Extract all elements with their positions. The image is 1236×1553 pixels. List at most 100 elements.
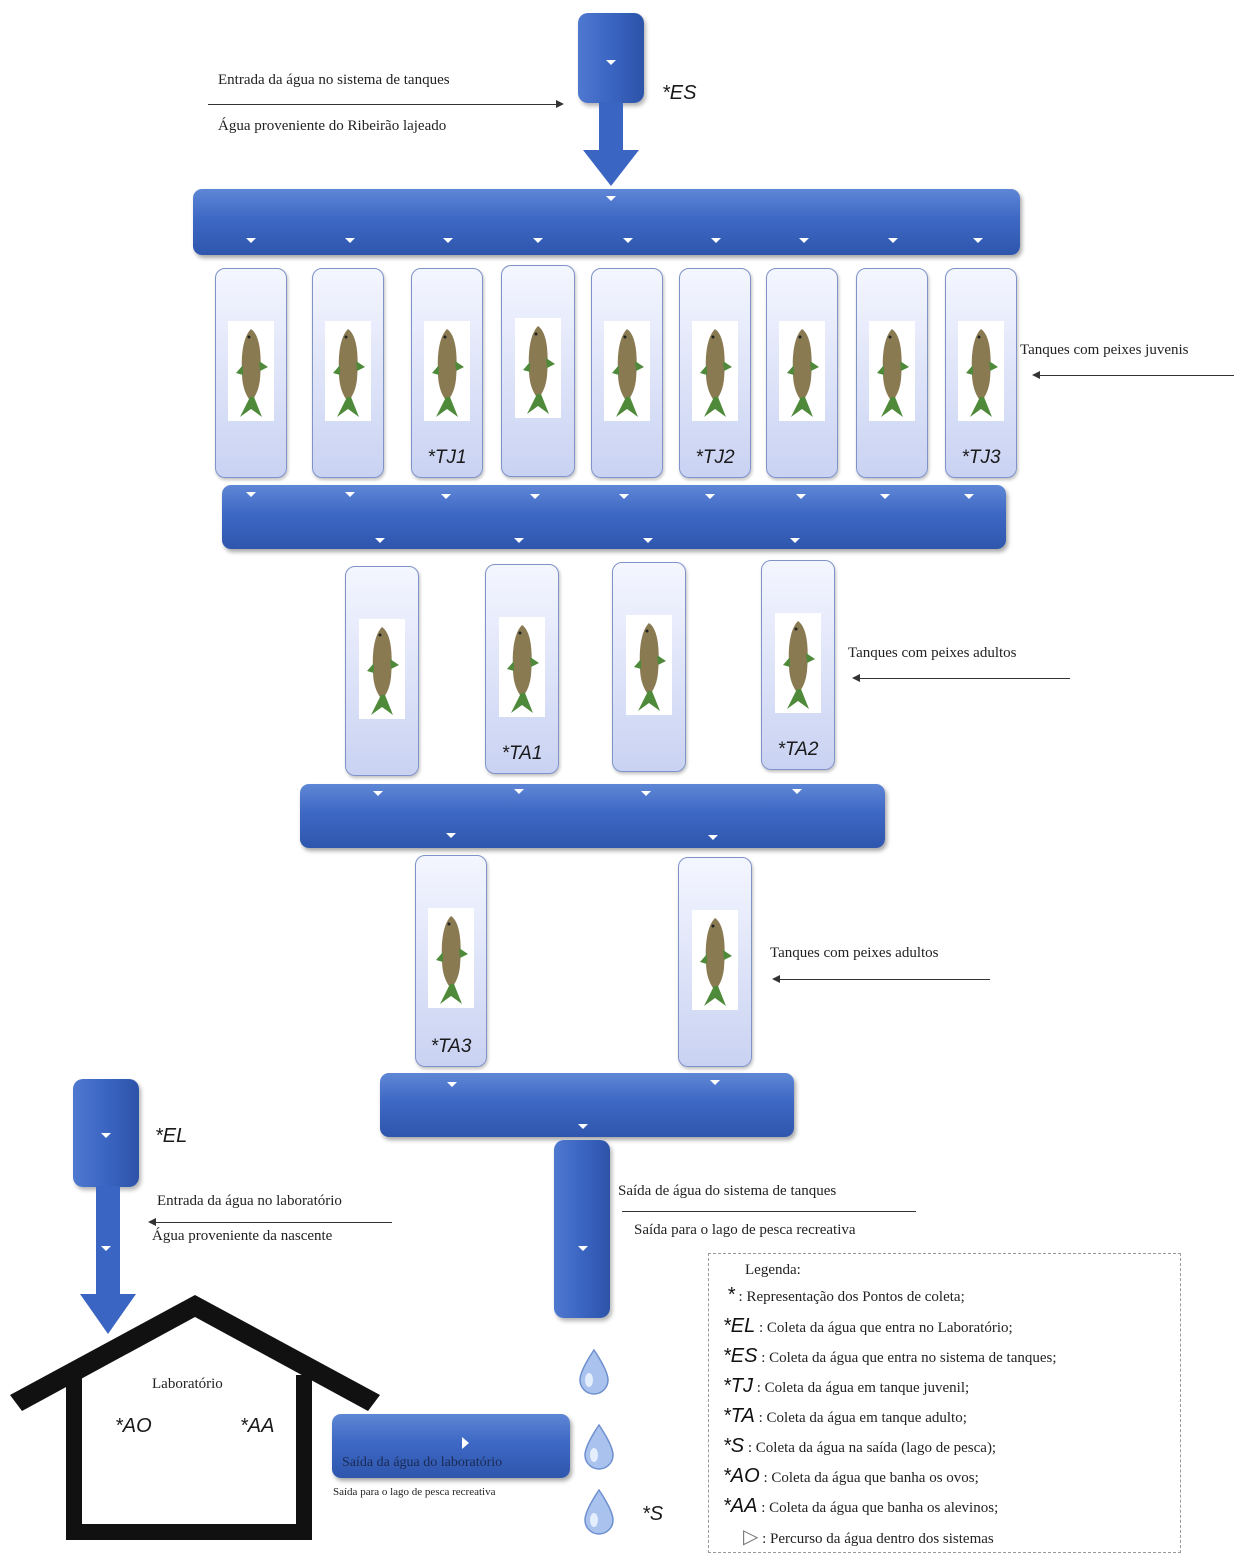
flow-marker (373, 791, 383, 796)
flow-marker (623, 238, 633, 243)
flow-marker (710, 1080, 720, 1085)
juvenile-tank (215, 268, 287, 478)
es-code: *ES (662, 82, 697, 104)
fish-icon (692, 321, 738, 421)
fish-icon (325, 321, 371, 421)
juvenile-tank (501, 265, 575, 477)
flow-marker (888, 238, 898, 243)
flow-marker (441, 494, 451, 499)
flow-marker (246, 492, 256, 497)
legend-title: Legenda: (745, 1262, 801, 1278)
fish-icon (958, 321, 1004, 421)
legend-symbol: *EL (723, 1315, 756, 1337)
outlet-line1: Saída de água do sistema de tanques (618, 1183, 837, 1199)
legend-text: : Coleta da água que banha os alevinos; (761, 1500, 999, 1516)
legend-symbol: *AO (723, 1465, 760, 1487)
legend-text: : Coleta da água que entra no sistema de… (761, 1350, 1057, 1366)
arrow-down-icon (583, 102, 639, 186)
legend-item: *TJ : Coleta da água em tanque juvenil; (723, 1375, 969, 1398)
top-inlet-arrow-line (208, 104, 558, 105)
legend-item: * : Representação dos Pontos de coleta; (727, 1284, 965, 1307)
fish-icon (428, 908, 474, 1008)
legend-symbol: * (727, 1284, 735, 1306)
flow-marker (606, 196, 616, 201)
juvenile-label-arrow-line (1040, 375, 1234, 376)
juvenile-label-arrowhead (1032, 371, 1040, 379)
flow-marker (578, 1246, 588, 1251)
flow-marker (619, 494, 629, 499)
flow-marker (880, 494, 890, 499)
legend-item: *AA : Coleta da água que banha os alevin… (723, 1495, 998, 1518)
legend-item: *EL : Coleta da água que entra no Labora… (723, 1315, 1013, 1338)
outlet-pipe (554, 1140, 610, 1318)
tank-code: *TA1 (501, 743, 543, 764)
flow-marker (964, 494, 974, 499)
flow-marker (643, 538, 653, 543)
top-inlet-box (578, 13, 644, 103)
flow-marker (790, 538, 800, 543)
legend-item: ▷ : Percurso da água dentro dos sistemas (743, 1524, 994, 1549)
flow-marker (796, 494, 806, 499)
outlet-arrow-line (622, 1211, 916, 1212)
adult-tank: *TA1 (485, 564, 559, 774)
water-drop-icon (584, 1423, 614, 1470)
tank-code: *TA3 (430, 1036, 472, 1057)
flow-marker (641, 791, 651, 796)
legend-text: : Percurso da água dentro dos sistemas (762, 1531, 994, 1547)
adult-label-2-arrow-line (780, 979, 990, 980)
adult-tanks-label-1: Tanques com peixes adultos (848, 645, 1017, 661)
lab-inlet-arrow-line (156, 1222, 392, 1223)
flow-marker (514, 538, 524, 543)
lab-inlet-line1: Entrada da água no laboratório (157, 1193, 342, 1209)
adult-label-1-arrowhead (852, 674, 860, 682)
juvenile-tank (591, 268, 663, 478)
fish-icon (775, 613, 821, 713)
top-inlet-line1: Entrada da água no sistema de tanques (218, 72, 450, 88)
lab-exit-pipe (332, 1414, 570, 1478)
legend-item: *ES : Coleta da água que entra no sistem… (723, 1345, 1057, 1368)
flow-marker (462, 1437, 469, 1449)
fish-icon (228, 321, 274, 421)
flow-marker (792, 789, 802, 794)
tank-code: *TJ1 (427, 447, 467, 468)
flow-marker (375, 538, 385, 543)
juvenile-tank: *TJ1 (411, 268, 483, 478)
adult-tank (345, 566, 419, 776)
legend-item: *TA : Coleta da água em tanque adulto; (723, 1405, 967, 1428)
fish-icon (692, 910, 738, 1010)
fish-icon (869, 321, 915, 421)
flow-marker (606, 60, 616, 65)
adult-label-1-arrow-line (860, 678, 1070, 679)
flow-marker (514, 789, 524, 794)
flow-marker (345, 238, 355, 243)
top-inlet-arrowhead (556, 100, 564, 108)
flow-marker (443, 238, 453, 243)
legend-text: : Representação dos Pontos de coleta; (738, 1289, 965, 1305)
aa-code: *AA (240, 1415, 275, 1437)
legend-text: : Coleta da água em tanque juvenil; (756, 1380, 970, 1396)
legend-item: *AO : Coleta da água que banha os ovos; (723, 1465, 979, 1488)
flow-marker (345, 492, 355, 497)
legend-box: Legenda: * : Representação dos Pontos de… (708, 1253, 1181, 1553)
water-drop-icon (579, 1348, 609, 1395)
s-code: *S (642, 1503, 664, 1525)
legend-symbol: *ES (723, 1345, 758, 1367)
legend-text: : Coleta da água que entra no Laboratóri… (759, 1320, 1013, 1336)
fish-icon (779, 321, 825, 421)
top-inlet-line2: Água proveniente do Ribeirão lajeado (218, 118, 447, 134)
lab-title: Laboratório (152, 1376, 223, 1392)
adult-tanks-label-2: Tanques com peixes adultos (770, 945, 939, 961)
lab-inlet-line2: Água proveniente da nascente (152, 1228, 333, 1244)
flow-marker (101, 1133, 111, 1138)
fish-icon (499, 617, 545, 717)
fish-icon (515, 318, 561, 418)
legend-symbol: *TA (723, 1405, 755, 1427)
lab-exit-sub: Saída para o lago de pesca recreativa (333, 1486, 496, 1498)
juvenile-tanks-label: Tanques com peixes juvenis (1020, 342, 1189, 358)
adult-tank: *TA2 (761, 560, 835, 770)
legend-symbol: *S (723, 1435, 745, 1457)
adult-label-2-arrowhead (772, 975, 780, 983)
fish-icon (359, 619, 405, 719)
legend-item: *S : Coleta da água na saída (lago de pe… (723, 1435, 996, 1458)
tank-code: *TA2 (777, 739, 819, 760)
